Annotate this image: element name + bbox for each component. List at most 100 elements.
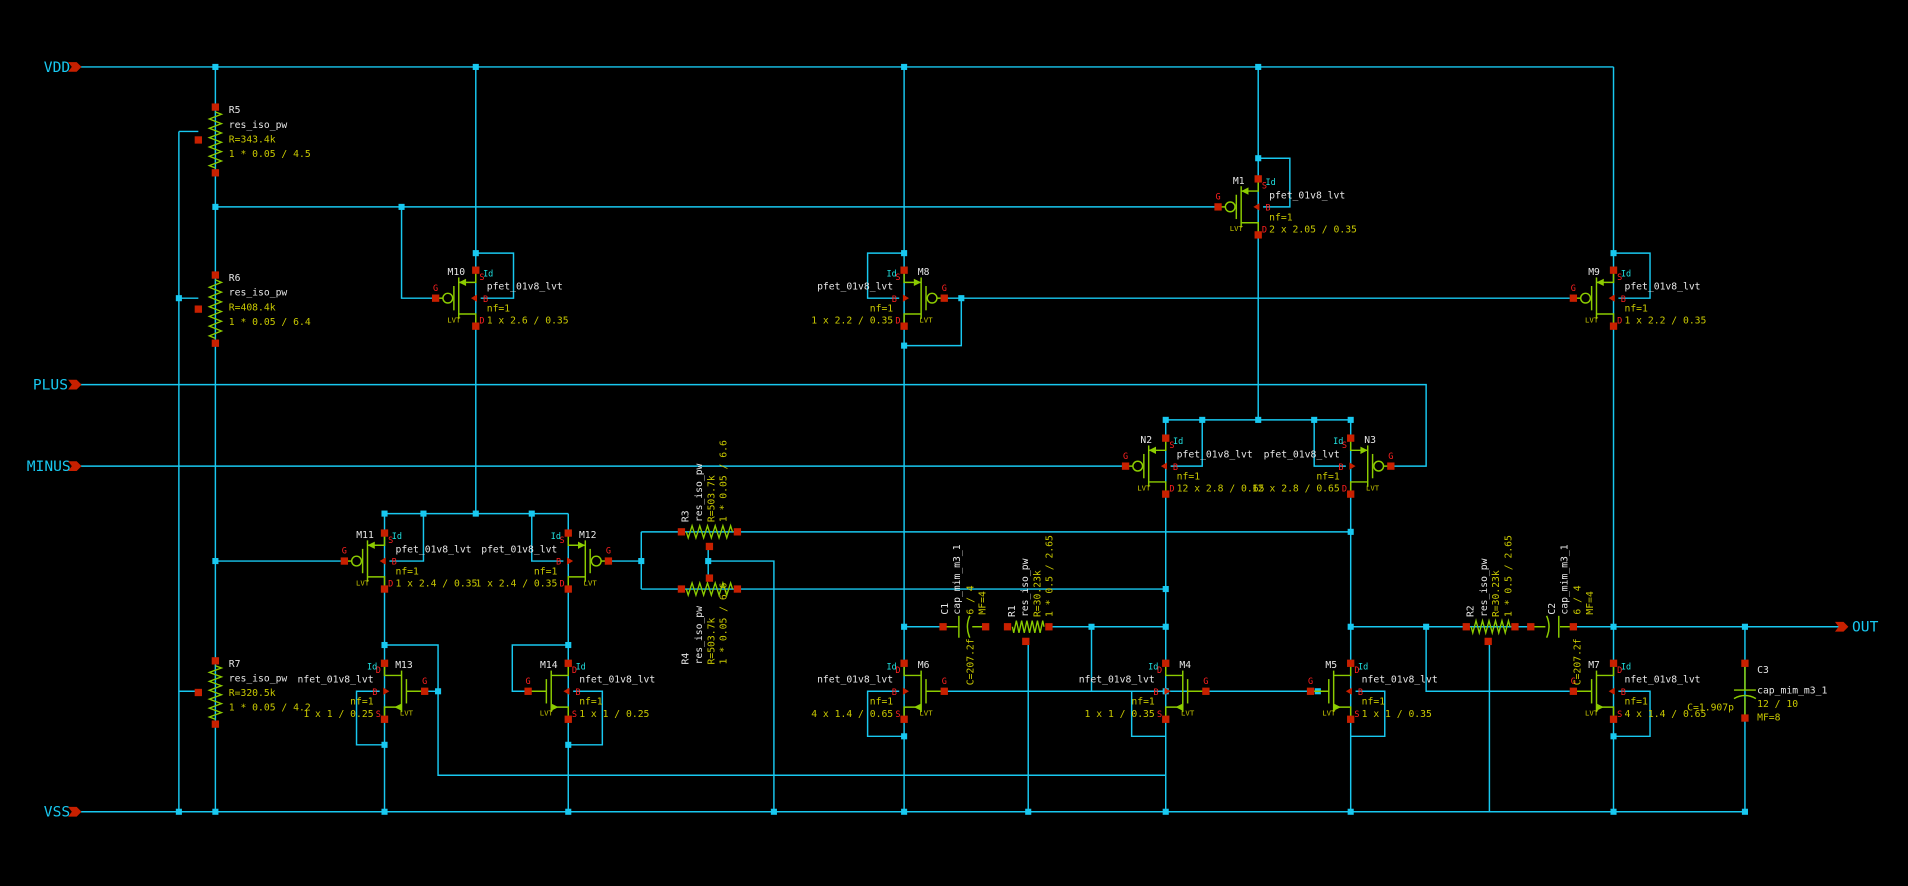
transistor-size: 1 x 2.2 / 0.35 <box>1624 316 1706 327</box>
port-out[interactable]: OUT <box>1834 619 1879 636</box>
pin-terminal <box>604 557 613 565</box>
terminal-stub <box>1596 313 1615 327</box>
junction-dot <box>381 510 388 517</box>
pin-terminal <box>1254 175 1262 183</box>
junction-dot <box>1423 623 1430 630</box>
pin-label: G <box>342 547 347 557</box>
pin-label: S <box>1262 182 1267 192</box>
pin-terminal <box>705 574 714 582</box>
pin-label: G <box>1388 452 1393 462</box>
transistor-size: 4 x 1.4 / 0.65 <box>811 709 893 720</box>
port-arrow-icon <box>1834 621 1849 632</box>
junction-dot <box>901 63 908 70</box>
resistor-zigzag-icon <box>685 523 734 541</box>
pin-terminal <box>194 305 202 313</box>
transistor-name: M9 <box>1588 267 1600 278</box>
pin-terminal <box>1527 623 1535 631</box>
resistor-zigzag-icon <box>207 665 224 720</box>
pin-terminal <box>1347 490 1355 498</box>
junction-dot <box>381 741 388 748</box>
source-arrow-icon <box>551 703 559 711</box>
terminal-stub <box>903 663 922 677</box>
transistor-size: 1 x 2.4 / 0.35 <box>395 579 477 590</box>
pin-label: G <box>1571 284 1576 294</box>
pin-label: S <box>479 273 484 283</box>
junction-dot <box>528 510 535 517</box>
pin-label: B <box>1173 463 1178 473</box>
pin-label: B <box>372 688 377 698</box>
transistor-model: nfet_01v8_lvt <box>579 675 655 686</box>
transistor-nf: nf=1 <box>870 304 894 315</box>
port-plus[interactable]: PLUS <box>33 376 82 393</box>
capacitor-value: C=1.907p <box>1687 703 1734 714</box>
bulk-pin-icon <box>1164 687 1171 695</box>
pin-terminal <box>1347 715 1355 723</box>
port-vss[interactable]: VSS <box>44 804 82 821</box>
source-arrow-icon <box>1360 446 1368 454</box>
pin-label: D <box>376 666 381 676</box>
pin-label: D <box>1617 317 1622 327</box>
wire <box>400 206 435 299</box>
port-vdd[interactable]: VDD <box>44 59 82 76</box>
bulk-pin-icon <box>1349 462 1356 470</box>
junction-dot <box>1255 63 1262 70</box>
capacitor-model: cap_mim_m3_1 <box>1559 544 1570 614</box>
pin-label: B <box>1153 688 1158 698</box>
transistor-nf: nf=1 <box>579 697 603 708</box>
resistor-value: R=320.5k <box>229 688 276 699</box>
resistor-size: 1 * 0.05 / 6.4 <box>229 317 311 328</box>
pin-terminal <box>431 294 440 302</box>
pin-label: B <box>392 558 397 568</box>
id-probe-label: Id <box>1621 269 1631 279</box>
terminal-stub <box>567 576 586 590</box>
capacitor-curved-plate-icon <box>1733 694 1757 700</box>
transistor-model: pfet_01v8_lvt <box>1264 450 1340 461</box>
transistor-name: N3 <box>1364 435 1376 446</box>
port-minus[interactable]: MINUS <box>27 458 82 475</box>
transistor-name: M10 <box>448 267 466 278</box>
pin-terminal <box>900 715 908 723</box>
junction-dot <box>1610 623 1617 630</box>
capacitor-size: 6 / 4 <box>965 585 976 614</box>
wire <box>866 690 905 738</box>
transistor-size: 12 x 2.8 / 0.65 <box>1177 484 1265 495</box>
resistor-model: res_iso_pw <box>1020 558 1031 617</box>
bulk-pin-icon <box>379 557 386 565</box>
junction-dot <box>175 295 182 302</box>
junction-dot <box>1199 416 1206 423</box>
pin-label: D <box>479 317 484 327</box>
pin-label: B <box>1338 463 1343 473</box>
transistor-name: M12 <box>579 530 597 541</box>
pin-label: D <box>388 580 393 590</box>
junction-dot <box>1311 416 1318 423</box>
junction-dot <box>901 623 908 630</box>
resistor-model: res_iso_pw <box>229 674 288 685</box>
pin-label: B <box>483 295 488 305</box>
junction-dot <box>1088 623 1095 630</box>
